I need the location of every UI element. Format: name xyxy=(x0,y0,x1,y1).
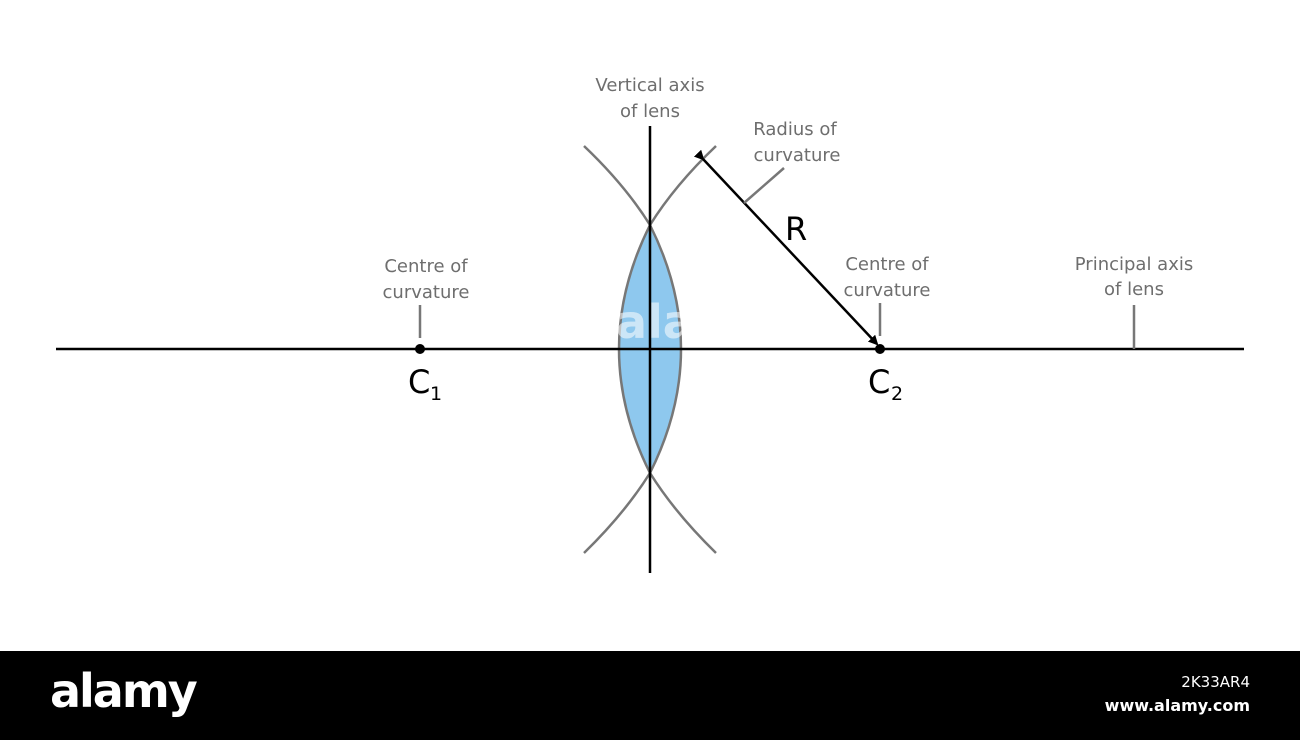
centre-right-label-line1: Centre of xyxy=(845,254,929,275)
left-surface-arc-top xyxy=(648,145,717,226)
vertical-axis-label-line2: of lens xyxy=(620,101,680,122)
centre-left-label-line2: curvature xyxy=(383,282,470,303)
c1-label: C xyxy=(408,363,430,401)
radius-label-line1: Radius of xyxy=(753,119,837,140)
site-url[interactable]: www.alamy.com xyxy=(1104,696,1250,715)
lens-diagram: alamy R C 1 C 2 Vertical axis of lens Ra… xyxy=(56,75,1244,573)
c2-point xyxy=(875,344,885,354)
image-id: 2K33AR4 xyxy=(1181,673,1250,691)
right-surface-arc-top xyxy=(583,145,652,226)
alamy-logo[interactable]: alamy xyxy=(50,664,198,718)
c1-point xyxy=(415,344,425,354)
watermark: alamy xyxy=(616,295,772,349)
vertical-axis-label-line1: Vertical axis xyxy=(595,75,704,96)
principal-axis-label-line1: Principal axis xyxy=(1075,254,1194,275)
radius-arrow xyxy=(693,149,879,346)
stock-footer: alamy 2K33AR4 www.alamy.com xyxy=(0,651,1300,740)
principal-axis-label-line2: of lens xyxy=(1104,279,1164,300)
right-surface-arc-bottom xyxy=(583,472,652,554)
left-surface-arc-bottom xyxy=(648,472,717,554)
c2-subscript: 2 xyxy=(891,383,903,405)
radius-label-line2: curvature xyxy=(754,145,841,166)
c2-label: C xyxy=(868,363,890,401)
radius-leader xyxy=(743,167,785,204)
centre-left-label-line1: Centre of xyxy=(384,256,468,277)
centre-right-label-line2: curvature xyxy=(844,280,931,301)
radius-symbol: R xyxy=(785,210,807,248)
c1-subscript: 1 xyxy=(430,383,442,405)
